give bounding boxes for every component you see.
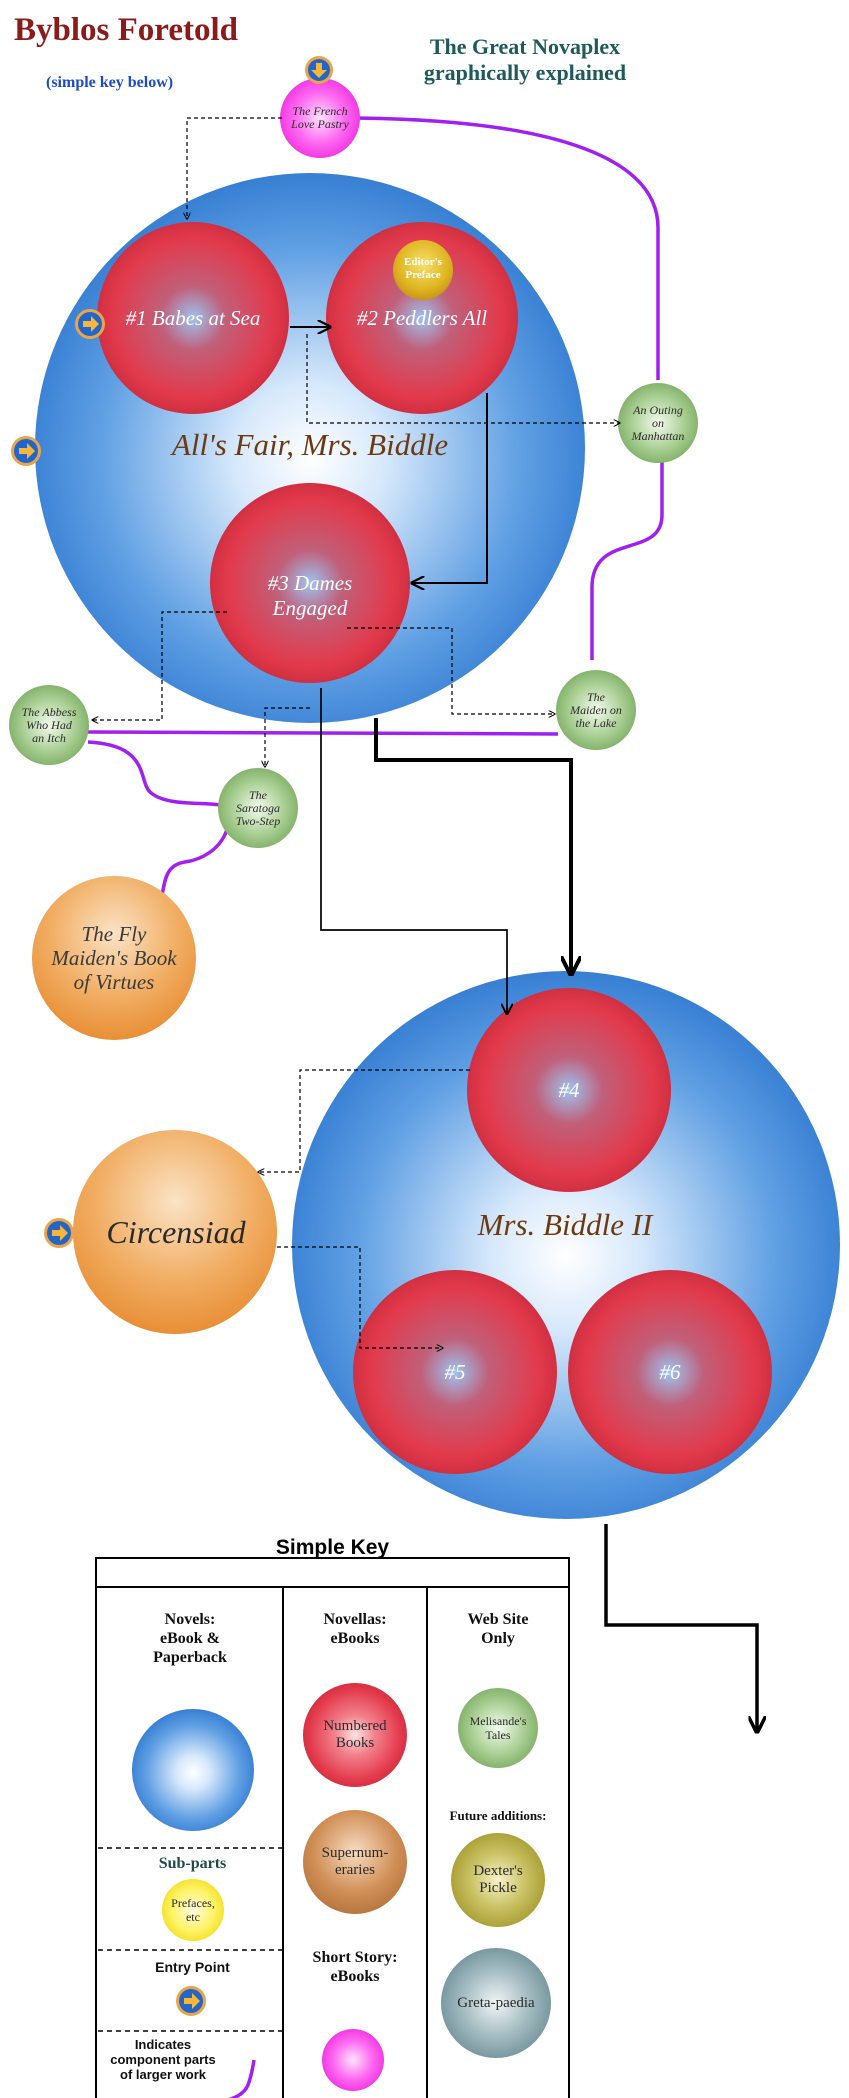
key-preface-swatch [162,1879,224,1941]
key-supernum-label: Supernum-eraries [321,1845,389,1878]
key-supernum-swatch [303,1810,407,1914]
novella-bubble-5[interactable] [353,1270,557,1474]
novella-bubble-6[interactable] [568,1270,772,1474]
component-line [87,740,221,807]
novella-label: #4 [558,1077,580,1102]
key-melisande-swatch [458,1688,538,1768]
reference-arrow [277,1246,443,1348]
key-col-header-novellas: Novellas: eBooks [323,1611,387,1647]
novella-label: #2 Peddlers All [356,305,488,330]
key-dexter-swatch [451,1833,545,1927]
sequence-arrow [320,688,507,1014]
novella-label: #5 [444,1359,466,1384]
page-subtitle: The Great Novaplex graphically explained [423,34,627,85]
series-arrow [604,1524,757,1730]
component-line [87,730,559,736]
reference-arrow [187,117,282,219]
key-greta-swatch [441,1948,551,2058]
component-line [590,460,664,660]
key-component-label: Indicates component parts of larger work [110,2037,216,2082]
preface-bubble[interactable] [393,240,453,300]
key-numbered-swatch [303,1683,407,1787]
novella-bubble-2[interactable] [326,222,518,414]
key-col-header-novels: Novels: eBook & Paperback [153,1611,227,1666]
entry-point-down-icon[interactable] [305,56,333,84]
key-subparts-label: Sub-parts [158,1855,227,1872]
novella-bubble-4[interactable] [467,988,671,1192]
simple-key-title: Simple Key [275,1536,390,1559]
preface-label: Editor's Preface [404,256,442,281]
reference-arrow [258,1069,470,1172]
reference-arrow [347,627,555,714]
key-col-header-web-site: Web Site Only [467,1611,529,1647]
component-line [160,825,230,896]
simple-key-box [95,1557,570,2098]
short-story-bubble[interactable] [280,78,360,158]
novella-label: #1 Babes at Sea [125,305,261,330]
supernum-bubble-fly-maiden[interactable] [32,876,196,1040]
key-novel-swatch [132,1709,254,1831]
key-short-story-header: Short Story: eBooks [312,1949,398,1985]
reference-arrow [92,611,227,720]
supernum-label: The Fly Maiden's Book of Virtues [51,922,177,994]
entry-point-icon[interactable] [44,1218,74,1248]
entry-point-icon[interactable] [11,436,41,466]
supernum-bubble-circensiad[interactable] [73,1130,277,1334]
key-component-line [227,2059,256,2098]
key-prefaces-label: Prefaces,etc [171,1896,215,1924]
web-tale-bubble-maiden-lake[interactable] [556,670,636,750]
simple-key-link[interactable]: (simple key below) [46,74,174,91]
key-short-story-swatch [322,2029,384,2091]
series-arrow [374,718,571,972]
reference-arrow [265,707,310,767]
novella-label: #3 Dames Engaged [267,571,353,620]
web-tale-bubble-abbess[interactable] [9,685,89,765]
entry-point-icon[interactable] [75,309,105,339]
novel-label: Mrs. Biddle II [477,1207,653,1242]
sequence-arrow [412,393,488,583]
supernum-label: Circensiad [106,1213,246,1250]
web-tale-bubble-saratoga[interactable] [218,768,298,848]
web-tale-bubble-outing[interactable] [618,383,698,463]
key-entry-point-icon [176,1986,206,2016]
novella-bubble-3[interactable] [210,483,410,683]
key-future-additions-label: Future additions: [449,1808,547,1823]
key-greta-label: Greta-paedia [457,1994,535,2011]
component-line [354,116,660,380]
key-entry-point-label: Entry Point [155,1959,230,1975]
novella-label: #6 [659,1359,681,1384]
novella-bubble-1[interactable] [97,222,289,414]
site-title: Byblos Foretold [14,12,238,48]
novel-label: All's Fair, Mrs. Biddle [171,427,449,462]
reference-arrow [306,334,620,423]
